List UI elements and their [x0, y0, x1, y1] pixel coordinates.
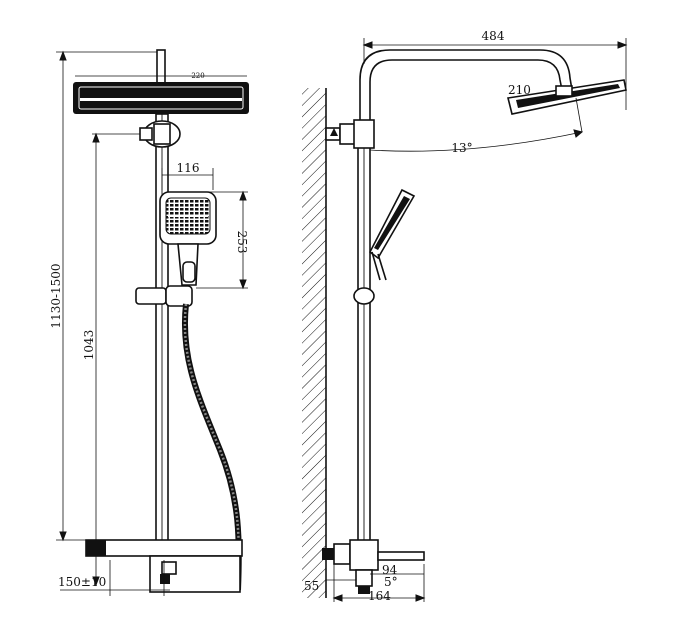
side-view: 484 210 13° [302, 29, 628, 603]
depth-164-label: 164 [368, 589, 391, 603]
top-stem [156, 49, 166, 85]
side-hand-shower [368, 188, 416, 281]
side-head-label: 210 [508, 83, 531, 97]
side-upper-bracket [325, 119, 375, 149]
arm-reach-label: 484 [482, 29, 505, 43]
side-shower-head: 210 [507, 79, 627, 133]
wall-55-label: 55 [304, 579, 319, 593]
bottom-spacing-label: 150±10 [58, 575, 106, 589]
tilt-angle-label: 13° [451, 141, 472, 155]
angle-5-label: 5° [384, 575, 398, 589]
overall-height-dimension: 1130-1500 [49, 50, 160, 542]
tilt-angle-dimension: 13° [369, 129, 584, 155]
side-slide-holder [353, 287, 375, 305]
slide-holder [135, 285, 193, 307]
wall [302, 88, 326, 598]
handset-height-dimension: 253 [196, 190, 249, 290]
front-view: 1130-1500 1043 220 [49, 49, 249, 596]
thermostatic-mixer [85, 539, 243, 593]
side-mixer [322, 539, 425, 594]
rain-shower-head: 220 [73, 72, 249, 114]
arm-reach-dimension: 484 [362, 29, 628, 110]
overall-height-label: 1130-1500 [49, 263, 63, 328]
bottom-spacing-dimension: 150±10 [58, 560, 170, 596]
handset-width-label: 116 [177, 161, 200, 175]
handset-height-label: 253 [235, 231, 249, 254]
side-bottom-dimensions: 55 94 5° 164 [304, 560, 426, 603]
bar-height-label: 1043 [82, 330, 96, 361]
spout-94-label: 94 [382, 563, 398, 577]
handset-width-dimension: 116 [161, 161, 214, 190]
bar-height-dimension: 1043 [82, 132, 148, 587]
upper-wall-bracket [139, 120, 181, 148]
hand-shower [159, 191, 217, 286]
